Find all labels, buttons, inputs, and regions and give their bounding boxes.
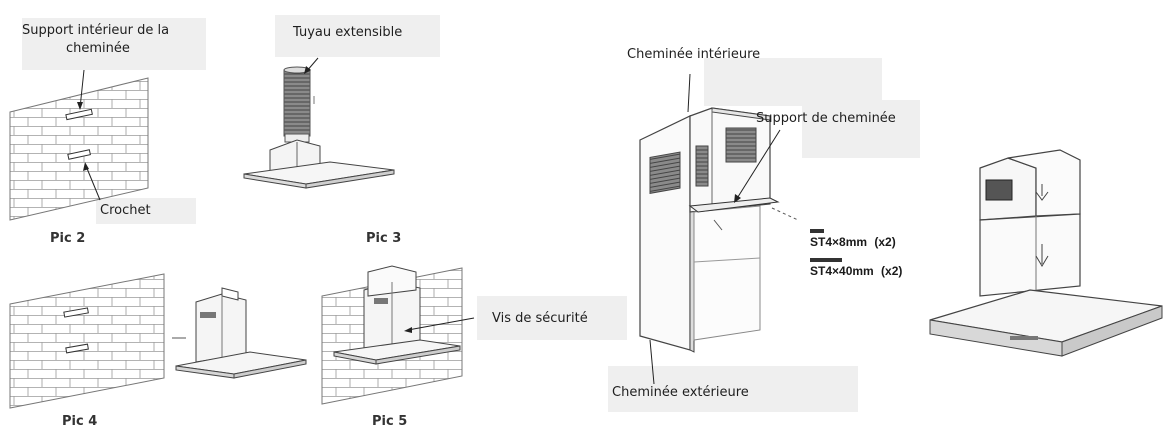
label-vis-securite: Vis de sécurité xyxy=(492,311,588,326)
label-box-tuyau xyxy=(275,15,440,57)
label-support-interieur-line1: Support intérieur de la xyxy=(22,23,170,38)
label-cheminee-interieure: Cheminée intérieure xyxy=(627,47,761,62)
label-box-support-interieur xyxy=(22,18,206,70)
pic4-wall-hood-drawing xyxy=(9,273,307,409)
screw-long-qty: (x2) xyxy=(881,264,903,278)
caption-pic5: Pic 5 xyxy=(372,414,408,429)
label-box-crochet xyxy=(96,198,196,224)
screw-short-size: ST4×8mm xyxy=(810,235,868,249)
screw-spec-long: ST4×40mm (x2) xyxy=(810,264,902,278)
assembled-hood-drawing xyxy=(929,149,1163,357)
label-box-support-chem xyxy=(802,100,920,158)
label-support-cheminee: Support de cheminée xyxy=(756,111,896,126)
label-box-vis xyxy=(477,296,627,340)
label-tuyau-extensible: Tuyau extensible xyxy=(293,25,403,40)
screw-spec-short: ST4×8mm (x2) xyxy=(810,235,896,249)
label-support-interieur-line2: cheminée xyxy=(66,41,130,56)
pic5-mounted-hood-drawing xyxy=(321,265,475,405)
label-box-chem-ext xyxy=(608,366,858,412)
screw-long-size: ST4×40mm xyxy=(810,264,874,278)
label-box-chem-int xyxy=(704,58,882,106)
caption-pic2: Pic 2 xyxy=(50,231,86,246)
caption-pic3: Pic 3 xyxy=(366,231,402,246)
caption-pic4: Pic 4 xyxy=(62,414,98,429)
pic3-hood-pipe-drawing xyxy=(243,57,395,189)
chimney-assembly-drawing xyxy=(639,73,842,385)
label-cheminee-exterieure: Cheminée extérieure xyxy=(612,385,749,400)
screw-short-qty: (x2) xyxy=(874,235,896,249)
label-crochet: Crochet xyxy=(100,203,151,218)
pic2-wall-drawing xyxy=(9,69,149,221)
